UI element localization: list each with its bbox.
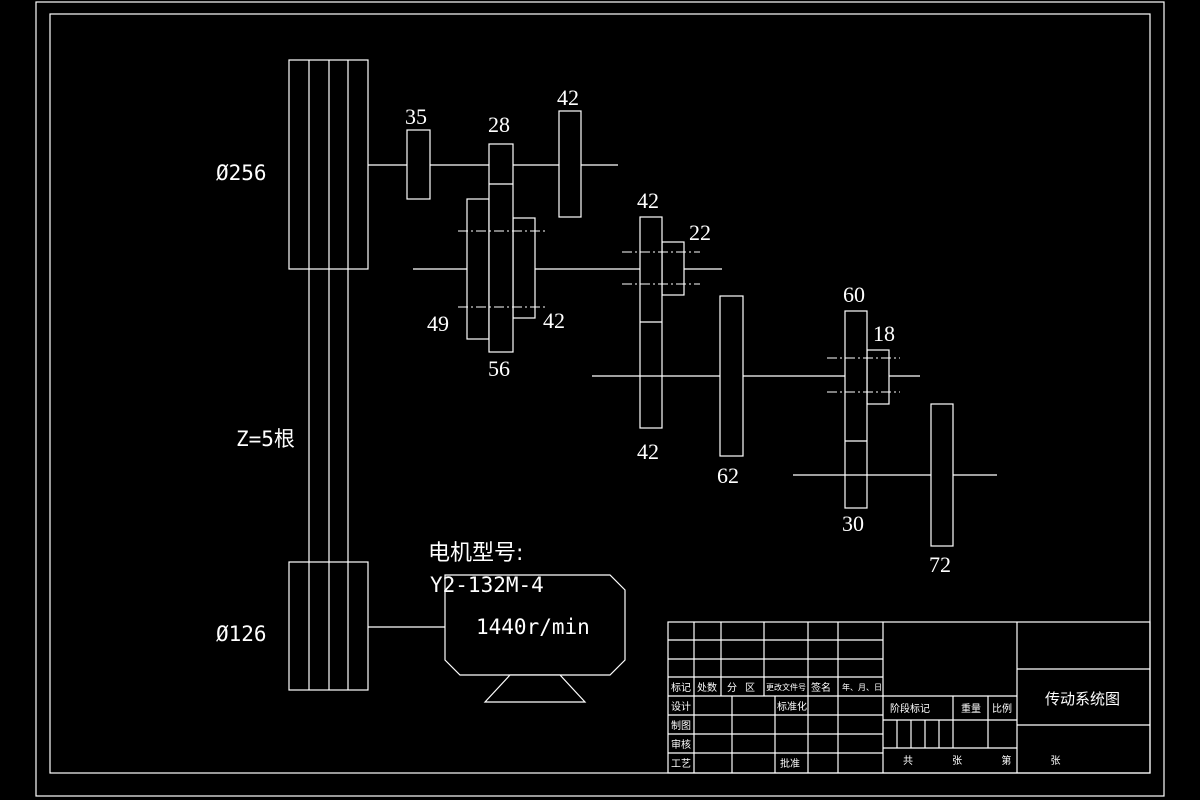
tb-header-change-doc: 更改文件号 xyxy=(766,682,806,692)
tb-header-count: 处数 xyxy=(697,681,717,694)
tb-process: 工艺 xyxy=(671,758,691,770)
tb-sheets: 共 张 第 张 xyxy=(903,754,1079,767)
inner-border xyxy=(49,13,1151,774)
tb-header-zone-b: 区 xyxy=(745,682,755,694)
tb-header-sign: 签名 xyxy=(811,681,831,694)
motor-model-code: Y2-132M-4 xyxy=(430,573,544,597)
gear-60-label: 60 xyxy=(843,282,865,307)
gear-42-c-label: 42 xyxy=(637,439,659,464)
motor-model-heading: 电机型号: xyxy=(428,541,523,566)
gear-28-56-block xyxy=(488,143,514,353)
outer-border xyxy=(35,1,1165,797)
gear-56-label: 56 xyxy=(488,356,510,381)
upper-pulley-diameter: Ø256 xyxy=(216,161,267,185)
gear-42-mid-label: 42 xyxy=(543,308,565,333)
tb-scale: 比例 xyxy=(992,702,1012,715)
gear-18-label: 18 xyxy=(873,321,895,346)
gear-35 xyxy=(406,129,431,200)
tb-stage-mark: 阶段标记 xyxy=(890,702,930,715)
gear-72 xyxy=(930,403,954,547)
gear-62-label: 62 xyxy=(717,463,739,488)
gear-60-30-block xyxy=(844,310,868,509)
tb-approval: 批准 xyxy=(780,757,800,770)
motor-body xyxy=(444,574,626,703)
tb-weight: 重量 xyxy=(961,702,981,715)
tb-design: 设计 xyxy=(671,700,691,713)
gear-72-label: 72 xyxy=(929,552,951,577)
gear-35-label: 35 xyxy=(405,104,427,129)
belt-count-label: Z=5根 xyxy=(236,427,295,451)
lower-pulley xyxy=(288,561,369,691)
gear-49 xyxy=(466,198,490,340)
tb-standardization: 标准化 xyxy=(777,700,807,713)
gear-62 xyxy=(719,295,744,457)
gear-42-top-label: 42 xyxy=(557,85,579,110)
tb-header-date: 年、月、日 xyxy=(842,682,882,692)
gear-30-label: 30 xyxy=(842,511,864,536)
gear-42-mid xyxy=(512,217,536,319)
upper-pulley xyxy=(288,59,369,270)
drawing-title: 传动系统图 xyxy=(1045,690,1120,708)
tb-review: 审核 xyxy=(671,738,691,751)
gear-28-label: 28 xyxy=(488,112,510,137)
v-belts xyxy=(308,269,349,562)
tb-header-mark: 标记 xyxy=(671,682,691,694)
gear-42-b-label: 42 xyxy=(637,188,659,213)
gear-42-top xyxy=(558,110,582,218)
tb-header-zone-a: 分 xyxy=(727,682,737,694)
gear-22-label: 22 xyxy=(689,220,711,245)
lower-pulley-diameter: Ø126 xyxy=(216,622,267,646)
gear-22 xyxy=(661,241,685,296)
title-block xyxy=(667,621,1151,774)
gear-49-label: 49 xyxy=(427,311,449,336)
tb-drafting: 制图 xyxy=(671,719,691,732)
motor-speed: 1440r/min xyxy=(476,615,590,639)
